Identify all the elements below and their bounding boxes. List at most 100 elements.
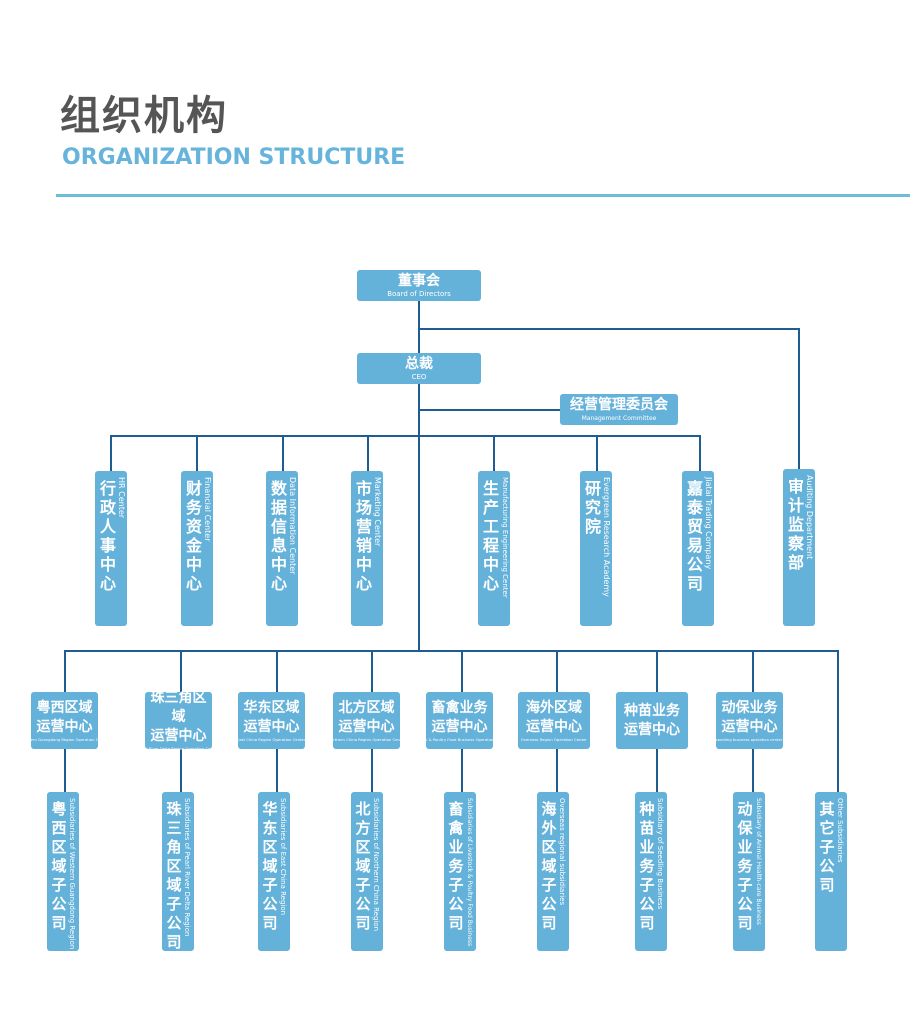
node-label-en: Subsidiaries of East China Region (279, 798, 287, 916)
node-label-en: Overseas regional subsidiaries (558, 798, 566, 906)
connector-region (461, 650, 463, 693)
connector-region (752, 650, 754, 693)
node-subsidiary: 粤西区域子公司 Subsidiaries of Western Guangdon… (47, 792, 79, 951)
node-department: 生产工程中心 Manufacturing Engineering Center (478, 471, 510, 626)
node-label-cn: 北方区域 (338, 699, 395, 716)
node-label-en: Subsidiaries of Northern China Region (372, 798, 380, 932)
connector-dept (110, 435, 112, 472)
connector-region (556, 650, 558, 693)
node-subsidiary: 海外区域子公司 Overseas regional subsidiaries (537, 792, 569, 951)
connector-spine (418, 301, 420, 651)
node-label-cn: 运营中心 (526, 718, 582, 735)
node-department: 财务资金中心 Financial Center (181, 471, 213, 626)
connector-region-bar (64, 650, 839, 652)
node-subsidiary: 畜禽业务子公司 Subsidiaries of Livestock & Poul… (444, 792, 476, 951)
connector-committee (418, 409, 560, 411)
node-department: 行政人事中心 HR Center (95, 471, 127, 626)
node-label-en: Subsidiary of Seedling Business (656, 798, 664, 910)
node-audit: 审计监察部 Auditing Department (783, 469, 815, 626)
page-subtitle: ORGANIZATION STRUCTURE (62, 145, 406, 170)
node-label-en: Evergreen Research Academy (602, 477, 611, 597)
node-region: 海外区域 运营中心 Overseas Region Operation Cent… (518, 692, 590, 749)
node-committee: 经营管理委员会 Management Committee (560, 394, 678, 425)
node-label-cn: 运营中心 (431, 718, 488, 735)
node-label-cn: 嘉泰贸易公司 (686, 479, 703, 593)
connector-dept (367, 435, 369, 472)
node-label-en: Auditing Department (805, 475, 814, 560)
node-label-cn: 经营管理委员会 (570, 396, 668, 413)
node-region: 珠三角区域 运营中心 Pearl River Delta Region Oper… (138, 690, 218, 751)
node-department: 嘉泰贸易公司 Jiatai Trading Company (682, 471, 714, 626)
node-label-cn: 行政人事中心 (99, 479, 116, 593)
node-subsidiary: 种苗业务子公司 Subsidiary of Seedling Business (635, 792, 667, 951)
node-label-cn: 研究院 (584, 479, 601, 536)
node-label-cn: 粤西区域 (36, 699, 93, 716)
connector-region (276, 650, 278, 693)
node-label-en: Subsidiary of Animal Health-care Busines… (755, 798, 762, 925)
connector-sub (64, 749, 66, 793)
node-label-cn: 畜禽业务 (431, 699, 488, 716)
node-label-en: Subsidiaries of Pearl River Delta Region (183, 798, 191, 937)
node-label-cn: 运营中心 (150, 728, 207, 744)
node-label-cn: 总裁 (405, 355, 433, 372)
connector-dept (493, 435, 495, 472)
node-label-en: Overseas Region Operation Center (520, 736, 588, 742)
node-label-en: Jiatai Trading Company (704, 477, 713, 570)
node-label-en: Marketing Center (373, 477, 382, 547)
connector-region (656, 650, 658, 693)
node-label-en: Other Subsidiaries (836, 798, 844, 863)
node-label-cn: 粤西区域子公司 (51, 800, 67, 932)
node-department: 数据信息中心 Data Information Center (266, 471, 298, 626)
node-label-en: seedling business operation center (716, 736, 783, 742)
node-label-en: Subsidiaries of Livestock & Poultry Food… (466, 798, 473, 947)
connector-sub (752, 749, 754, 793)
node-label-cn: 生产工程中心 (482, 479, 499, 593)
node-label-cn: 动保业务 (721, 699, 778, 716)
connector-dept (196, 435, 198, 472)
node-label-en: Manufacturing Engineering Center (501, 477, 509, 598)
connector-region (180, 650, 182, 693)
connector-sub (656, 749, 658, 793)
node-region: 动保业务 运营中心 seedling business operation ce… (716, 692, 783, 749)
node-label-cn: 畜禽业务子公司 (448, 800, 464, 932)
node-label-en: Livestock & Poultry Food Business Operat… (410, 736, 509, 742)
node-subsidiary: 华东区域子公司 Subsidiaries of East China Regio… (258, 792, 290, 951)
node-label-cn: 运营中心 (243, 718, 300, 735)
node-label-cn: 华东区域 (243, 699, 300, 716)
connector-dept (596, 435, 598, 472)
node-label-cn: 种苗业务子公司 (639, 800, 655, 932)
node-label-en: Pearl River Delta Region Operation Cente… (138, 746, 219, 751)
connector-sub (180, 749, 182, 793)
connector-region (837, 650, 839, 793)
connector-dept (699, 435, 701, 472)
node-label-cn: 珠三角区域 (150, 690, 207, 725)
node-region: 种苗业务 运营中心 (616, 692, 688, 749)
connector-sub (371, 749, 373, 793)
node-label-en: CEO (411, 372, 427, 381)
node-label-en: HR Center (117, 477, 126, 519)
connector-sub (461, 749, 463, 793)
node-department: 市场营销中心 Marketing Center (351, 471, 383, 626)
node-label-cn: 财务资金中心 (185, 479, 202, 593)
connector-dept (282, 435, 284, 472)
node-label-cn: 市场营销中心 (355, 479, 372, 593)
connector-dept-bar (110, 435, 701, 437)
node-subsidiary: 动保业务子公司 Subsidiary of Animal Health-care… (733, 792, 765, 951)
connector-audit-h (418, 328, 800, 330)
node-label-en: Financial Center (203, 477, 212, 542)
connector-sub (276, 749, 278, 793)
node-label-cn: 运营中心 (721, 718, 778, 735)
node-region: 粤西区域 运营中心 Western Guangdong Region Opera… (21, 692, 108, 749)
node-label-cn: 董事会 (398, 272, 440, 289)
node-label-en: Western Guangdong Region Operation Cente… (20, 736, 109, 742)
connector-region (64, 650, 66, 693)
node-board: 董事会 Board of Directors (357, 270, 481, 301)
node-label-cn: 动保业务子公司 (737, 800, 753, 932)
node-label-cn: 其它子公司 (819, 800, 835, 894)
node-label-cn: 运营中心 (624, 721, 680, 738)
node-label-cn: 珠三角区域子公司 (166, 800, 182, 951)
node-region: 华东区域 运营中心 East China Region Operation Ce… (237, 692, 306, 749)
node-label-cn: 运营中心 (36, 718, 93, 735)
node-label-cn: 海外区域 (526, 699, 582, 716)
node-department: 研究院 Evergreen Research Academy (580, 471, 612, 626)
